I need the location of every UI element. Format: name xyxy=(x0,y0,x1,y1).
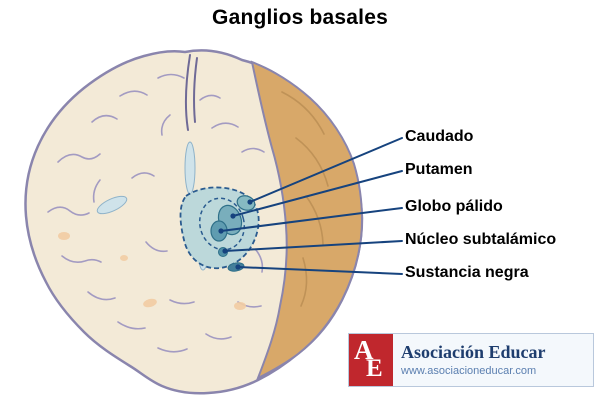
leader-caudado xyxy=(249,137,403,203)
leader-sustancia-negra xyxy=(237,266,403,275)
label-caudado: Caudado xyxy=(405,128,474,145)
label-globo-palido: Globo pálido xyxy=(405,198,503,215)
logo-text-block: Asociación Educar www.asociacioneducar.c… xyxy=(393,334,593,386)
leader-putamen xyxy=(232,170,403,217)
logo-url: www.asociacioneducar.com xyxy=(401,365,537,378)
logo-monogram: A E xyxy=(349,334,393,386)
leader-dots xyxy=(218,199,253,270)
leader-nucleo-subtalamico xyxy=(224,240,403,252)
logo: A E Asociación Educar www.asociacioneduc… xyxy=(348,333,594,387)
logo-letter-a: A xyxy=(354,335,374,365)
leader-globo-palido xyxy=(220,207,403,232)
caudate-nucleus xyxy=(236,195,256,211)
tissue-spots xyxy=(58,232,246,310)
label-putamen: Putamen xyxy=(405,161,473,178)
diagram-title: Ganglios basales xyxy=(212,6,388,29)
label-nucleo-subtalamico: Núcleo subtalámico xyxy=(405,231,557,248)
logo-name: Asociación Educar xyxy=(401,342,546,363)
midline-fissure xyxy=(184,54,198,131)
leader-lines xyxy=(220,137,403,275)
label-sustancia-negra: Sustancia negra xyxy=(405,264,529,281)
logo-letter-e: E xyxy=(366,355,383,382)
basal-ganglia-structures xyxy=(179,186,260,272)
